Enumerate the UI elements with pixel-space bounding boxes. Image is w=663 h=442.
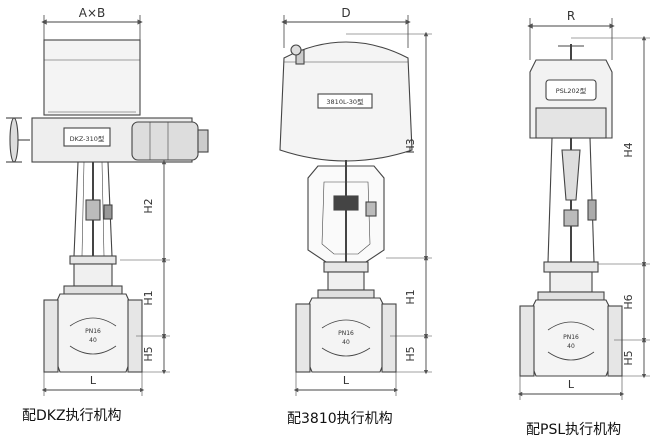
height-dimensions-3810	[346, 31, 432, 375]
caption-psl: 配PSL执行机构	[526, 422, 622, 438]
side-motor-dkz	[131, 121, 199, 161]
nameplate-psl	[545, 79, 597, 101]
pn-label-psl: PN16	[563, 334, 579, 341]
h4-label-psl: H4	[622, 142, 635, 157]
actuator-housing-dkz	[43, 39, 141, 116]
valve-dkz	[6, 15, 209, 396]
valve-3810	[279, 15, 432, 396]
valve-body-psl	[519, 299, 623, 377]
valve-body-3810	[295, 297, 397, 373]
h5-label-dkz: H5	[142, 346, 155, 361]
length-dimension-psl	[517, 376, 625, 400]
dn-label-3810: 40	[342, 339, 350, 346]
dn-label-dkz: 40	[89, 337, 97, 344]
caption-dkz: 配DKZ执行机构	[22, 408, 122, 424]
l-label-dkz: L	[90, 374, 97, 387]
h3-label-3810: H3	[404, 138, 417, 153]
h2-label-dkz: H2	[142, 198, 155, 213]
valve-psl	[517, 18, 650, 400]
pn-label-3810: PN16	[338, 330, 354, 337]
nameplate-dkz	[63, 127, 111, 147]
handwheel-icon	[6, 117, 30, 163]
caption-3810: 配3810执行机构	[287, 411, 393, 427]
pn-label-dkz: PN16	[85, 328, 101, 335]
dn-label-psl: 40	[567, 343, 575, 350]
h1-label-3810: H1	[404, 289, 417, 304]
height-dimensions-psl	[571, 35, 650, 379]
length-dimension-dkz	[41, 372, 145, 396]
nameplate-3810	[317, 93, 373, 109]
bonnet-dkz	[63, 255, 123, 295]
h6-label-psl: H6	[622, 294, 635, 309]
yoke-3810	[307, 160, 385, 263]
yoke-psl	[547, 137, 597, 268]
bonnet-3810	[317, 261, 375, 299]
yoke-dkz	[73, 161, 113, 262]
width-label-3810: D	[341, 6, 350, 20]
bonnet-psl	[537, 261, 605, 301]
width-dimension-dkz	[41, 15, 143, 40]
nameplate-text-3810: 3810L-30型	[326, 97, 364, 106]
h5-label-3810: H5	[404, 346, 417, 361]
length-dimension-3810	[293, 372, 399, 396]
nameplate-text-psl: PSL202型	[556, 86, 587, 95]
valve-body-dkz	[43, 293, 143, 373]
width-dimension-3810	[281, 15, 411, 48]
l-label-3810: L	[343, 374, 350, 387]
nameplate-text-dkz: DKZ-310型	[70, 134, 105, 143]
h1-label-dkz: H1	[142, 290, 155, 305]
width-dimension-psl	[527, 18, 615, 60]
width-label-psl: R	[567, 9, 575, 23]
top-handle-icon	[558, 44, 584, 60]
l-label-psl: L	[568, 378, 575, 391]
width-label-dkz: A×B	[79, 6, 106, 20]
height-dimensions-dkz	[120, 159, 170, 375]
h5-label-psl: H5	[622, 350, 635, 365]
